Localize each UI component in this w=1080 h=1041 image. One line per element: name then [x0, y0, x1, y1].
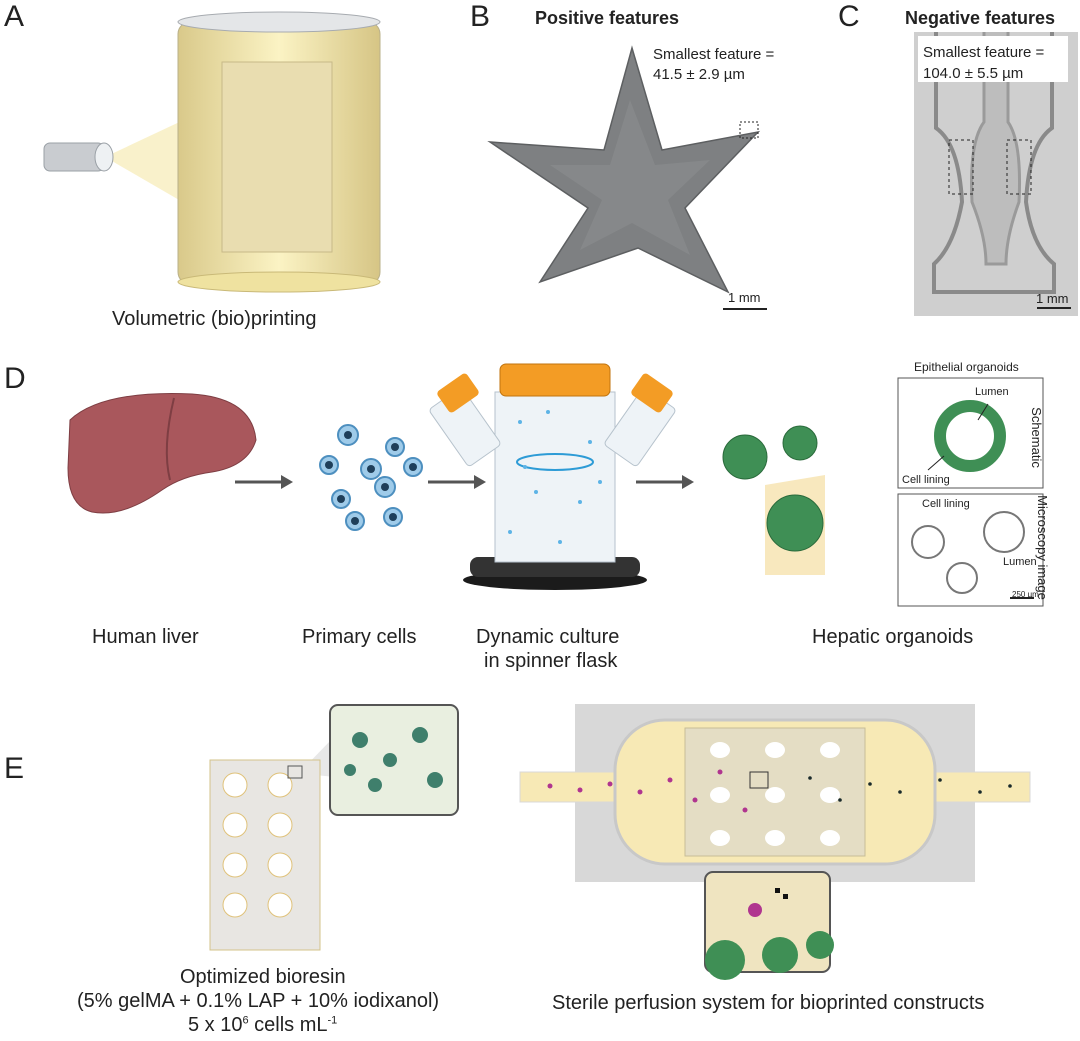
star-render: [487, 45, 761, 294]
panel-b-letter: B: [470, 0, 491, 33]
positive-note-2: 41.5 ± 2.9 µm: [653, 66, 745, 83]
caption-flask-1: Dynamic culture: [476, 626, 620, 648]
caption-primary-cells: Primary cells: [302, 626, 417, 648]
spinner-flask-icon: [429, 363, 676, 590]
inset-side-schematic: Schematic: [1028, 407, 1044, 468]
positive-note-1: Smallest feature =: [653, 46, 775, 63]
negative-features-title: Negative features: [905, 8, 1056, 28]
inset-title: Epithelial organoids: [914, 360, 1019, 374]
caption-volumetric: Volumetric (bio)printing: [112, 308, 317, 330]
scale-b-label: 1 mm: [728, 290, 761, 305]
printed-lattice: [221, 61, 333, 253]
panel-c-letter: C: [838, 0, 860, 33]
arrow-3: [636, 475, 694, 489]
inset-scale: 250 µm: [1012, 590, 1039, 599]
panel-e-letter: E: [4, 752, 25, 785]
caption-hepatic-organoids: Hepatic organoids: [812, 626, 974, 648]
caption-human-liver: Human liver: [92, 626, 199, 648]
liver-icon: [67, 393, 257, 514]
inset-lumen-1: Lumen: [975, 386, 1009, 398]
positive-features-title: Positive features: [535, 8, 680, 28]
channel-micrograph: [914, 32, 1078, 316]
bioresin-line-3: 5 x 106 cells mL-1: [188, 1014, 337, 1037]
inset-cell-lining-2: Cell lining: [922, 498, 970, 510]
vat-illustration: [43, 11, 381, 293]
panel-d-letter: D: [4, 362, 26, 395]
negative-note-2: 104.0 ± 5.5 µm: [923, 65, 1024, 82]
scalebar-b: [723, 308, 767, 310]
projector-icon: [43, 142, 114, 172]
bioresin-line-1: Optimized bioresin: [180, 966, 346, 988]
arrow-2: [428, 475, 486, 489]
cell-density-exp: 6: [242, 1014, 249, 1027]
arrow-1: [235, 475, 293, 489]
organoids-icon: [722, 425, 825, 575]
inset-cell-lining-1: Cell lining: [902, 474, 950, 486]
caption-flask-2: in spinner flask: [484, 650, 618, 672]
inset-lumen-2: Lumen: [1003, 556, 1037, 568]
cell-density-base: 5 x 10: [188, 1014, 243, 1036]
bioresin-line-2: (5% gelMA + 0.1% LAP + 10% iodixanol): [77, 990, 440, 1012]
perfusion-caption: Sterile perfusion system for bioprinted …: [552, 992, 985, 1014]
panel-a-letter: A: [4, 0, 25, 33]
cell-density-unit: cells mL: [248, 1014, 328, 1036]
scale-c-label: 1 mm: [1036, 291, 1069, 306]
inset-micrograph: [897, 493, 1044, 607]
perfusion-chamber: [519, 704, 1031, 980]
primary-cells-icon: [319, 424, 423, 531]
inset-schematic: [897, 377, 1044, 489]
cell-density-unit-exp: -1: [327, 1014, 338, 1027]
bioresin-lattice: [209, 704, 459, 951]
inset-side-microscopy: Microscopy image: [1034, 495, 1050, 600]
negative-note-1: Smallest feature =: [923, 44, 1045, 61]
